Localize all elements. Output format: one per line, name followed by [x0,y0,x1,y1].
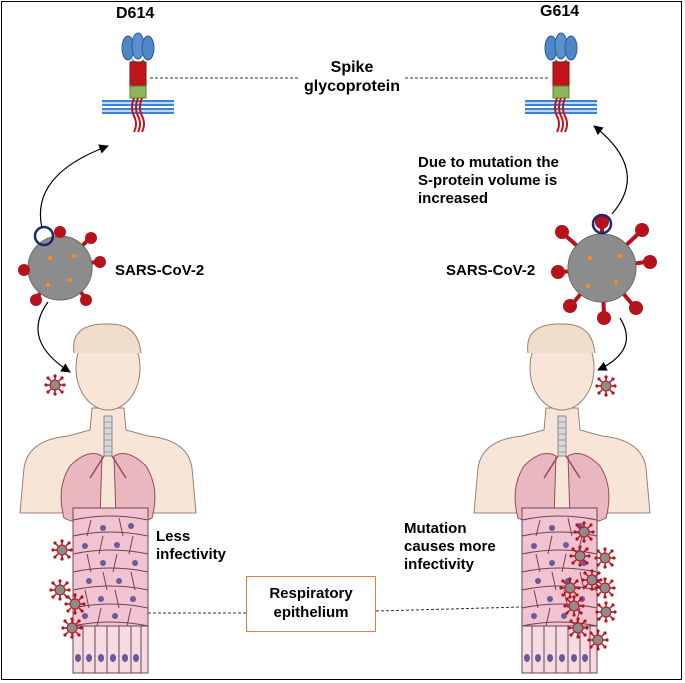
person-right-illustration [473,323,651,530]
virus-right-icon [551,213,657,325]
virus-particle-icon [558,576,582,600]
spike-protein-g614-icon [524,32,598,133]
epithelium-right-connector [375,606,523,612]
arrow-left-lower [37,301,71,373]
respiratory-epithelium-box: Respiratory epithelium [246,576,376,632]
virus-particle-icon [594,374,618,398]
spike-label-line-1: Spike [330,59,374,76]
virus-particle-icon [593,546,617,570]
virus-particle-icon [594,600,618,624]
mutation-note: Due to mutation the S-protein volume is … [418,154,559,208]
virus-particle-icon [593,576,617,600]
virus-particle-icon [43,373,67,397]
spike-protein-d614-icon [101,32,175,133]
mutation-note-line-1: Due to mutation the [418,154,559,171]
left-note-line-1: Less [156,528,191,545]
variant-d614-label: D614 [116,5,155,22]
right-note-line-2: causes more [404,538,496,555]
left-note-line-2: infectivity [156,546,227,563]
right-note-line-1: Mutation [404,520,467,537]
variant-g614-label: G614 [540,3,580,20]
virus-right-label: SARS-CoV-2 [446,262,536,279]
virus-particle-icon [63,592,87,616]
arrow-left-upper [39,144,109,229]
virus-left-label: SARS-CoV-2 [115,262,205,279]
virus-left-icon [18,225,106,306]
arrow-right-lower [597,317,628,371]
epithelium-left-illustration [72,507,149,674]
person-left-illustration [19,323,197,530]
epithelium-label-line-2: epithelium [273,604,349,621]
mutation-note-line-3: increased [418,190,489,207]
arrow-right-upper [593,125,628,215]
virus-particle-icon [60,616,84,640]
more-infectivity-label: Mutation causes more infectivity [404,520,496,574]
virus-particle-icon [562,594,586,618]
virus-particle-icon [50,538,74,562]
virus-particle-icon [568,544,592,568]
spike-glycoprotein-label: Spike glycoprotein [296,58,408,96]
virus-particle-icon [586,628,610,652]
epithelium-label-line-1: Respiratory [269,585,353,603]
spike-label-line-2: glycoprotein [303,78,400,96]
mutation-note-line-2: S-protein volume is [418,172,558,189]
right-note-line-3: infectivity [404,556,475,573]
virus-particle-icon [566,616,590,640]
less-infectivity-label: Less infectivity [156,528,226,564]
virus-particle-icon [572,520,596,544]
